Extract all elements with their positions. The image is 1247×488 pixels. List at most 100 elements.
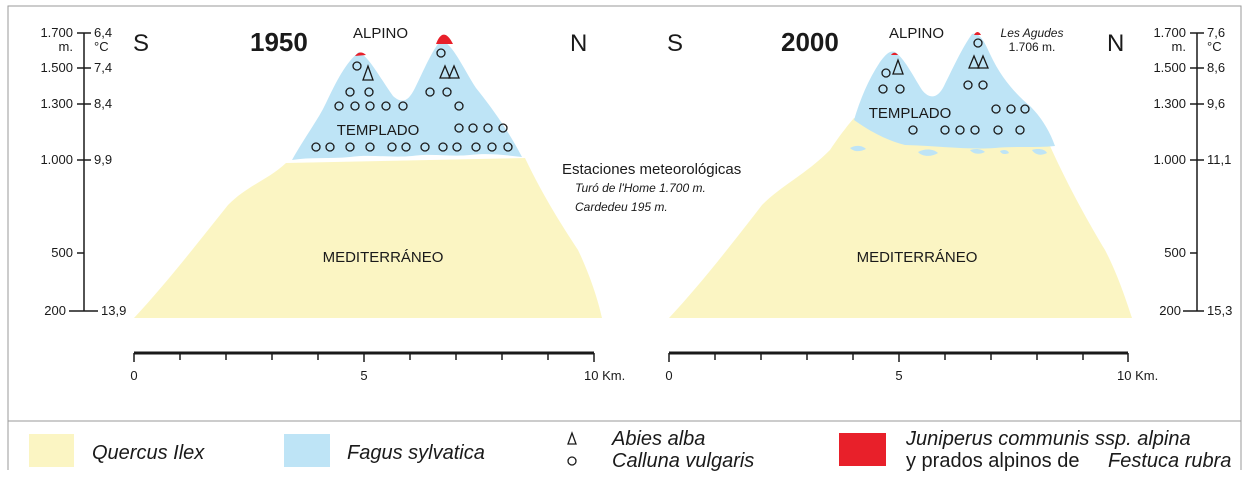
calluna-marker xyxy=(1015,125,1025,135)
right-alt-unit: m. xyxy=(1172,39,1186,54)
right-temp-unit: °C xyxy=(1207,39,1222,54)
legend-festuca: Festuca rubra xyxy=(1108,450,1231,472)
peak-altitude: 1.706 m. xyxy=(1009,40,1056,54)
legend-juniperus: Juniperus communis ssp. alpina xyxy=(905,428,1191,450)
peak-name: Les Agudes xyxy=(1001,26,1064,40)
calluna-marker xyxy=(881,68,891,78)
temperate-patch xyxy=(918,149,938,156)
direction-north: N xyxy=(570,30,587,57)
year-title: 2000 xyxy=(781,27,839,57)
direction-north: N xyxy=(1107,30,1124,57)
legend-swatch-quercus xyxy=(29,434,74,467)
panel-1950: 0 5 10 Km. S N 1950 ALPINO TEMPLADO MEDI… xyxy=(130,25,625,383)
calluna-marker xyxy=(454,123,464,133)
km-scale-2000 xyxy=(668,351,1129,362)
left-temp-label: 13,9 xyxy=(101,303,126,318)
left-temp-label: 9,9 xyxy=(94,152,112,167)
abies-marker xyxy=(362,64,374,81)
left-alt-label: 1.700 xyxy=(40,25,73,40)
calluna-marker xyxy=(955,125,965,135)
calluna-marker xyxy=(334,101,344,111)
temperate-zone xyxy=(292,40,522,160)
panel-2000: 0 5 10 Km. S N 2000 ALPINO Les Agudes 1.… xyxy=(665,25,1158,383)
km-tick-label: 10 Km. xyxy=(1117,368,1158,383)
right-alt-label: 500 xyxy=(1164,245,1186,260)
zone-label-temperate: TEMPLADO xyxy=(869,105,952,122)
legend: Quercus Ilex Fagus sylvatica Abies alba … xyxy=(29,428,1231,472)
left-temp-label: 8,4 xyxy=(94,96,112,111)
right-temp-label: 15,3 xyxy=(1207,303,1232,318)
year-title: 1950 xyxy=(250,27,308,57)
alpine-zone xyxy=(355,52,366,56)
left-alt-unit: m. xyxy=(59,39,73,54)
abies-markers-2000 xyxy=(892,54,989,75)
left-alt-label: 1.300 xyxy=(40,96,73,111)
direction-south: S xyxy=(133,30,149,57)
right-alt-label: 1.500 xyxy=(1153,60,1186,75)
calluna-marker xyxy=(991,104,1001,114)
left-temp-unit: °C xyxy=(94,39,109,54)
calluna-marker xyxy=(471,142,481,152)
right-alt-label: 200 xyxy=(1159,303,1181,318)
legend-quercus: Quercus Ilex xyxy=(92,442,205,464)
right-temp-label: 9,6 xyxy=(1207,96,1225,111)
calluna-marker xyxy=(895,84,905,94)
legend-swatch-juniperus xyxy=(839,433,886,466)
right-temp-label: 11,1 xyxy=(1207,152,1231,167)
left-alt-label: 200 xyxy=(44,303,66,318)
right-temp-label: 8,6 xyxy=(1207,60,1225,75)
calluna-marker xyxy=(487,142,497,152)
km-tick-label: 0 xyxy=(130,368,137,383)
abies-marker xyxy=(977,54,989,69)
zone-label-mediterranean: MEDITERRÁNEO xyxy=(323,249,444,266)
temperate-patch xyxy=(850,145,866,152)
calluna-marker xyxy=(963,80,973,90)
abies-marker xyxy=(892,58,904,75)
legend-calluna-symbol xyxy=(567,456,577,466)
calluna-marker xyxy=(442,87,452,97)
alpine-zone xyxy=(436,34,453,44)
left-temp-label: 6,4 xyxy=(94,25,112,40)
legend-fagus: Fagus sylvatica xyxy=(347,442,485,464)
legend-swatch-fagus xyxy=(284,434,330,467)
figure-border xyxy=(7,5,1242,422)
calluna-marker xyxy=(978,80,988,90)
calluna-marker xyxy=(498,123,508,133)
calluna-marker xyxy=(352,61,362,71)
calluna-marker xyxy=(387,142,397,152)
zone-label-mediterranean: MEDITERRÁNEO xyxy=(857,249,978,266)
abies-marker xyxy=(968,54,980,69)
station-line: Cardedeu 195 m. xyxy=(575,200,668,214)
calluna-marker xyxy=(401,142,411,152)
left-alt-label: 1.500 xyxy=(40,60,73,75)
mediterranean-zone xyxy=(134,158,602,318)
temperate-patch xyxy=(1000,149,1009,155)
calluna-marker xyxy=(993,125,1003,135)
stations-note: Estaciones meteorológicas Turó de l'Home… xyxy=(562,161,741,214)
right-alt-label: 1.700 xyxy=(1153,25,1186,40)
station-line: Turó de l'Home 1.700 m. xyxy=(575,181,706,195)
km-tick-label: 5 xyxy=(895,368,902,383)
calluna-marker xyxy=(452,142,462,152)
calluna-marker xyxy=(503,142,513,152)
alpine-zone xyxy=(891,52,898,55)
km-scale-1950 xyxy=(133,351,595,362)
calluna-marker xyxy=(438,142,448,152)
km-tick-label: 0 xyxy=(665,368,672,383)
calluna-marker xyxy=(398,101,408,111)
calluna-marker xyxy=(345,87,355,97)
calluna-marker xyxy=(365,142,375,152)
zone-label-alpine: ALPINO xyxy=(353,25,408,42)
calluna-marker xyxy=(436,48,446,58)
temperate-patch xyxy=(970,148,985,154)
direction-south: S xyxy=(667,30,683,57)
left-axis: 1.700 m. 1.500 1.300 1.000 500 200 6,4 °… xyxy=(40,25,126,318)
calluna-marker xyxy=(350,101,360,111)
calluna-marker xyxy=(425,87,435,97)
legend-calluna: Calluna vulgaris xyxy=(612,450,754,472)
calluna-marker xyxy=(908,125,918,135)
calluna-marker xyxy=(1020,104,1030,114)
stations-title: Estaciones meteorológicas xyxy=(562,161,741,178)
km-tick-label: 5 xyxy=(360,368,367,383)
